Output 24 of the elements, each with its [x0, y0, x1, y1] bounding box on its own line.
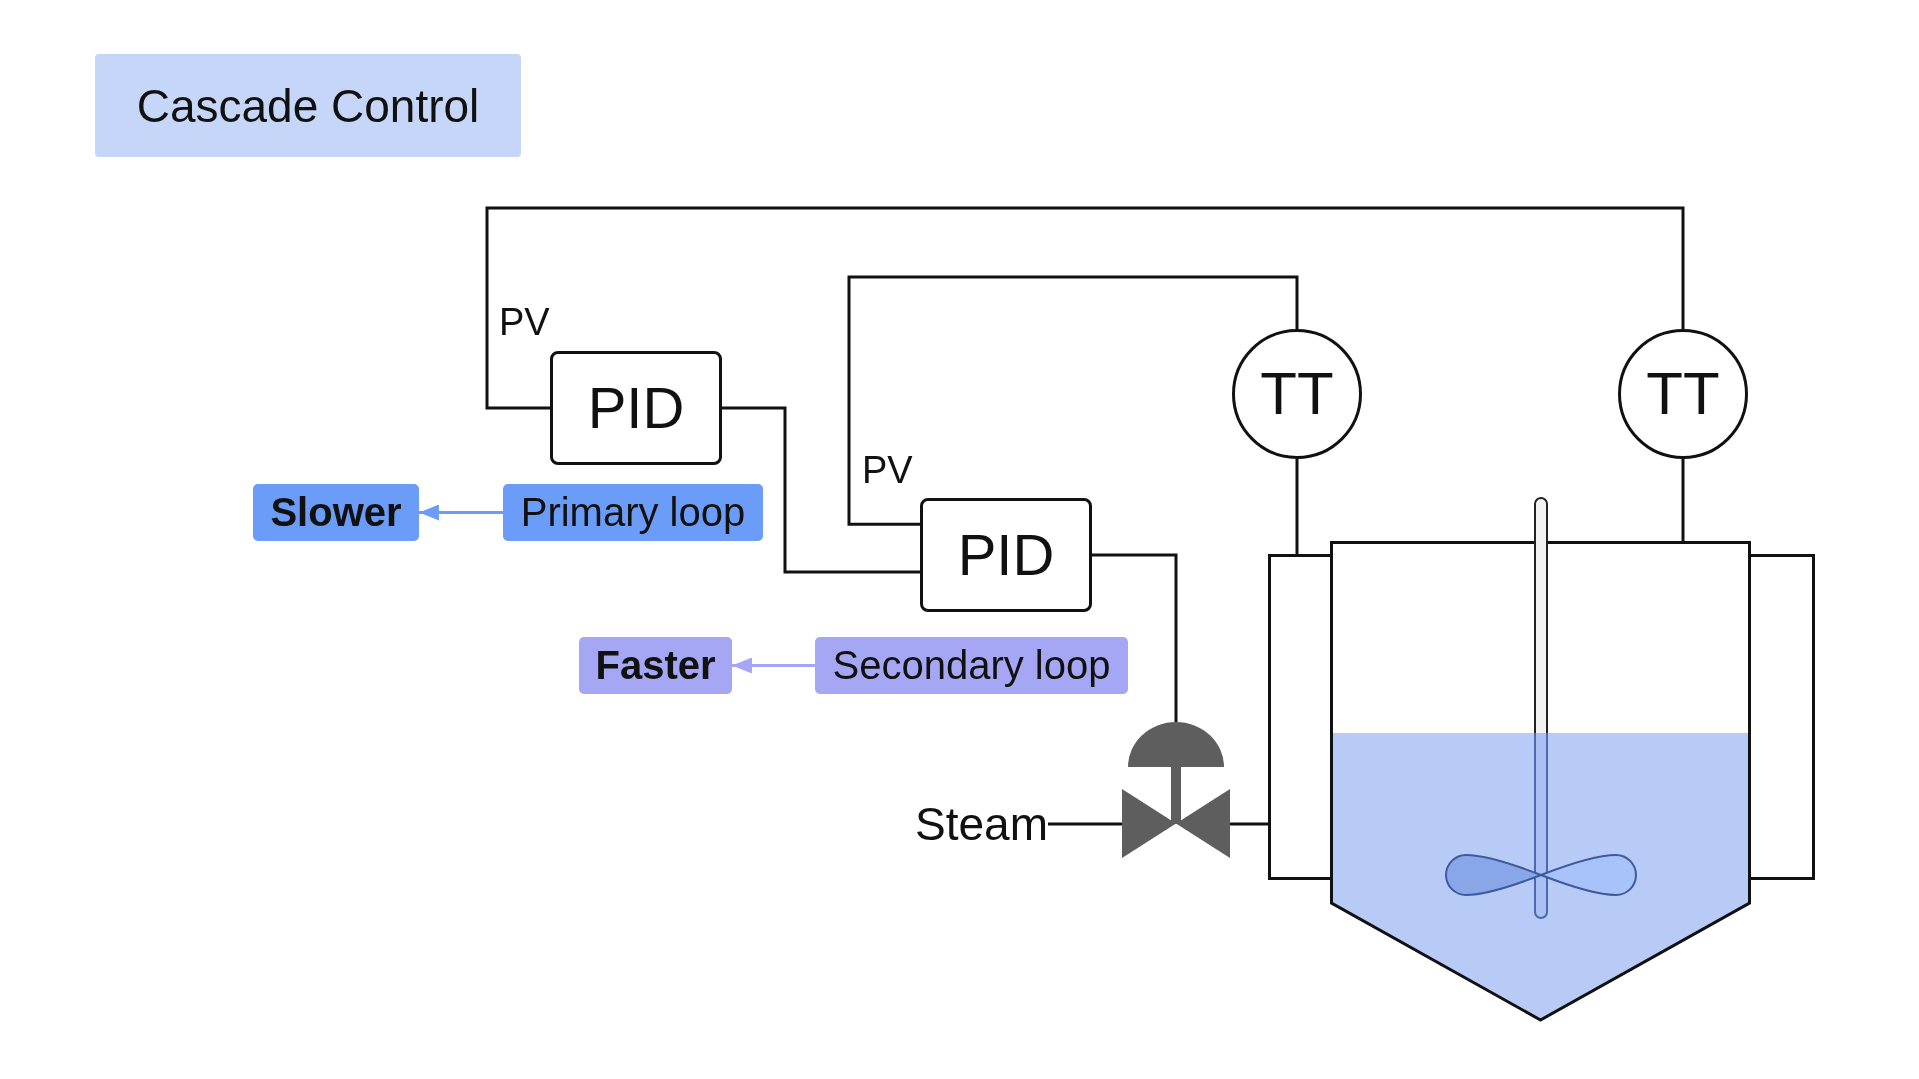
control-valve-icon: [1122, 722, 1230, 858]
heating-jacket: [1268, 554, 1330, 880]
connector-line: [1048, 822, 1122, 826]
tank: [1330, 541, 1751, 1022]
connector-line: [1681, 459, 1685, 541]
loop-tag: Primary loop: [503, 484, 763, 541]
pid-controller-box: PID: [920, 498, 1092, 612]
speed-tag: Slower: [253, 484, 419, 541]
arrow: [419, 504, 503, 521]
pid-controller-box: PID: [550, 351, 722, 465]
steam-inlet-label: Steam: [915, 798, 1048, 850]
connector-line: [485, 206, 1685, 410]
connector-line: [1230, 822, 1268, 826]
connector-line: [722, 406, 920, 574]
heating-jacket: [1751, 554, 1815, 880]
transmitter-circle: TT: [1232, 329, 1362, 459]
title: Cascade Control: [95, 54, 521, 157]
arrow: [732, 657, 815, 674]
connector-line: [1092, 553, 1178, 722]
connector-line: [847, 275, 1299, 526]
speed-tag: Faster: [579, 637, 732, 694]
connector-line: [1295, 459, 1299, 554]
loop-tag: Secondary loop: [815, 637, 1128, 694]
transmitter-circle: TT: [1618, 329, 1748, 459]
